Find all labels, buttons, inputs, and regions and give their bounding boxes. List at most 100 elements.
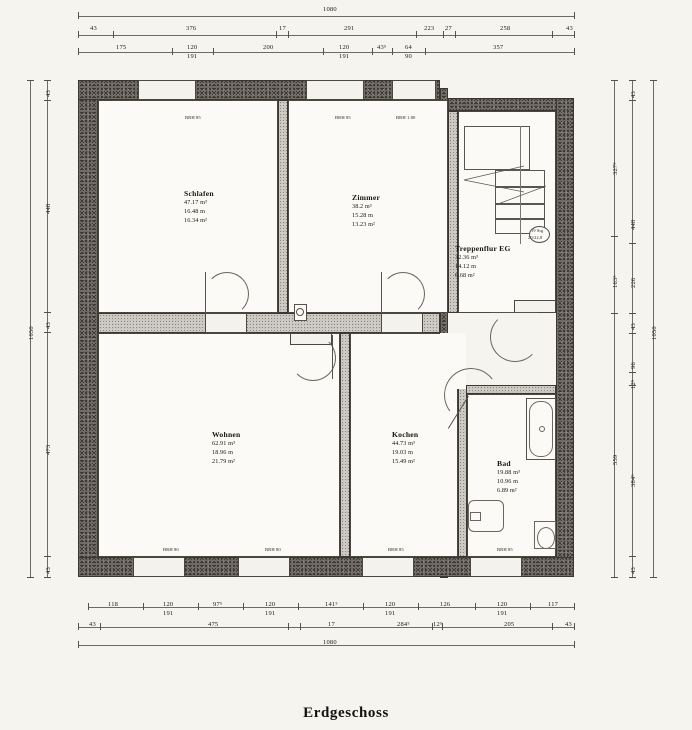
dim-bot-r2-5: 205 — [504, 621, 515, 628]
dim-tick — [475, 603, 476, 610]
dim-right-overall: 1050 — [651, 326, 658, 340]
door-swing-schlafen — [205, 272, 249, 316]
dim-tick — [611, 313, 618, 314]
room-name-kochen: Kochen — [392, 430, 419, 439]
door-opening-schlafen[interactable] — [205, 313, 247, 333]
room-treppenflur[interactable] — [458, 111, 556, 313]
room-perimeter-kochen: 19.03 m — [392, 448, 413, 456]
room-label-wohnen: Wohnen 62.91 m³ 18.96 m 21.79 m² — [212, 429, 241, 467]
dim-tick — [530, 603, 531, 610]
dim-tick — [78, 12, 79, 19]
dim-line-top-row1 — [78, 35, 575, 36]
dim-right-in-3: 43 — [630, 323, 637, 330]
dim-top-r2-6: 357 — [493, 44, 504, 51]
window-label-south-3: BRH 85 — [497, 547, 513, 552]
dim-left-4: 43 — [45, 567, 52, 574]
room-zimmer[interactable] — [288, 100, 448, 313]
dim-top-r1-1: 376 — [186, 25, 197, 32]
bathtub-icon — [529, 401, 553, 457]
shaft-icon — [296, 308, 304, 316]
window-north-schlafen[interactable] — [138, 80, 196, 100]
stair-upper-landing — [464, 126, 530, 170]
dim-line-right-overall — [653, 80, 654, 577]
room-area-zimmer: 13.23 m² — [352, 220, 375, 228]
dim-top-r2s-1: 191 — [339, 53, 350, 60]
dim-bot-r1-3: 120 — [265, 601, 276, 608]
dim-line-bottom-row1 — [88, 607, 575, 608]
dim-tick — [611, 577, 618, 578]
dim-tick — [44, 100, 51, 101]
dim-bot-r2-0: 43 — [89, 621, 96, 628]
dim-tick — [629, 313, 636, 314]
dim-left-0: 43 — [45, 90, 52, 97]
window-label-south-0: BRH 80 — [163, 547, 179, 552]
stair-run-arrow — [463, 165, 547, 205]
dim-tick — [100, 623, 101, 630]
room-label-zimmer: Zimmer 38.2 m³ 15.28 m 13.23 m² — [352, 192, 380, 230]
dim-line-right-inner — [632, 80, 633, 577]
dim-tick — [213, 48, 214, 55]
dim-left-2: 43 — [45, 322, 52, 329]
dim-left-overall: 1050 — [28, 326, 35, 340]
dim-line-bottom-overall — [78, 645, 575, 646]
window-south-wohnen-west[interactable] — [133, 557, 185, 577]
room-perimeter-bad: 10.96 m — [497, 477, 518, 485]
dim-bot-r2-1: 475 — [208, 621, 219, 628]
sink-tap-icon — [470, 512, 481, 521]
door-leaf-schlafen — [205, 272, 207, 314]
dim-tick — [143, 603, 144, 610]
room-kochen-ext — [440, 333, 466, 389]
dim-tick — [629, 243, 636, 244]
door-leaf-flur-east — [490, 312, 538, 314]
room-area-kochen: 15.49 m² — [392, 457, 415, 465]
exterior-wall-north-left — [78, 80, 440, 100]
dim-bottom-overall: 1080 — [323, 639, 337, 646]
window-label-north-0: BRH 85 — [185, 115, 201, 120]
room-schlafen[interactable] — [98, 100, 278, 313]
window-label-south-1: BRH 80 — [265, 547, 281, 552]
dim-tick — [650, 577, 657, 578]
door-opening-zimmer[interactable] — [381, 313, 423, 333]
window-south-wohnen-east[interactable] — [238, 557, 290, 577]
dim-tick — [288, 623, 289, 630]
dim-top-r2-3: 120 — [339, 44, 350, 51]
dim-tick — [611, 236, 618, 237]
dim-tick — [78, 623, 79, 630]
room-volume-wohnen: 62.91 m³ — [212, 440, 235, 447]
dim-bot-r1-6: 126 — [440, 601, 451, 608]
exterior-wall-west — [78, 80, 98, 577]
dim-line-top-overall — [78, 16, 575, 17]
room-volume-treppenflur: 32.36 m³ — [455, 254, 478, 261]
dim-bot-r1s-1: 191 — [265, 610, 276, 617]
dim-right-in-0: 43 — [630, 91, 637, 98]
dim-tick — [78, 31, 79, 38]
dim-tick — [363, 603, 364, 610]
dim-tick — [243, 603, 244, 610]
sink-icon — [468, 500, 504, 532]
stair-riser-label: 20/22,8 — [528, 235, 543, 240]
dim-tick — [44, 80, 51, 81]
window-south-kochen[interactable] — [362, 557, 414, 577]
dim-bot-r2-3: 284⁵ — [397, 621, 410, 628]
window-north-zimmer-east[interactable] — [392, 80, 436, 100]
dim-tick — [418, 603, 419, 610]
room-label-schlafen: Schlafen 47.17 m³ 16.48 m 16.34 m² — [184, 188, 214, 226]
interior-wall-central — [98, 313, 440, 333]
dim-tick — [288, 31, 289, 38]
dim-tick — [372, 48, 373, 55]
window-north-zimmer[interactable] — [306, 80, 364, 100]
door-swing-flur-east — [490, 312, 540, 362]
room-volume-bad: 19.88 m³ — [497, 469, 520, 476]
dim-tick — [455, 31, 456, 38]
dim-top-overall: 1080 — [323, 6, 337, 13]
dim-top-r1-4: 223 — [424, 25, 435, 32]
dim-tick — [276, 31, 277, 38]
dim-left-3: 473 — [45, 444, 52, 455]
dim-tick — [629, 333, 636, 334]
room-volume-kochen: 44.73 m³ — [392, 440, 415, 447]
window-south-bad[interactable] — [470, 557, 522, 577]
dim-top-r1-2: 17 — [279, 25, 286, 32]
dim-tick — [78, 48, 79, 55]
dim-tick — [416, 31, 417, 38]
dim-tick — [300, 623, 301, 630]
